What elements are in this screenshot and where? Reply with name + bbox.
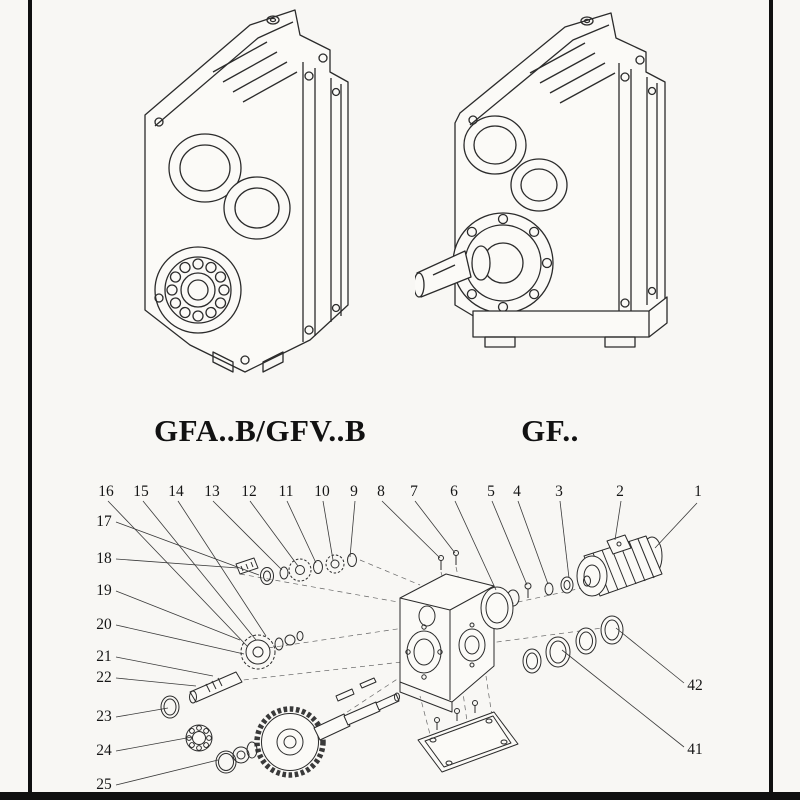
callout-8: 8 (377, 483, 385, 500)
callout-16: 16 (98, 483, 114, 500)
callout-20: 20 (96, 616, 112, 633)
callout-10: 10 (314, 483, 330, 500)
callout-21: 21 (96, 648, 112, 665)
callout-24: 24 (96, 742, 112, 759)
model-label-gfa-gfv: GFA..B/GFV..B (153, 413, 367, 448)
input-coupling-parts (480, 576, 574, 630)
callout-3: 3 (555, 483, 563, 500)
callout-9: 9 (350, 483, 358, 500)
callout-4: 4 (513, 483, 521, 500)
callout-15: 15 (133, 483, 149, 500)
cover-plate (417, 700, 519, 773)
page-frame-right (769, 0, 773, 792)
intermediate-gear-cluster (240, 631, 304, 670)
callout-25: 25 (96, 776, 112, 793)
housing-bolts (438, 550, 459, 570)
callout-14: 14 (168, 483, 184, 500)
gearbox-drawing-gfa-gfv (95, 0, 395, 395)
output-shaft (313, 677, 400, 741)
bearing-rollers (166, 258, 230, 322)
callout-2: 2 (616, 483, 624, 500)
snap-ring (215, 750, 237, 774)
callout-41: 41 (687, 741, 703, 758)
callout-42: 42 (687, 677, 703, 694)
callout-7: 7 (410, 483, 418, 500)
input-shaft-parts (235, 553, 357, 585)
page-frame-left (28, 0, 32, 792)
gearbox-gf-svg (415, 12, 668, 348)
callout-17: 17 (96, 513, 112, 530)
exploded-view-diagram (107, 500, 698, 786)
model-label-gf: GF.. (521, 413, 579, 448)
ball-bearing (185, 724, 213, 752)
leader-lines (107, 500, 698, 786)
callout-12: 12 (241, 483, 257, 500)
gearbox-drawing-gf (415, 5, 715, 385)
callout-18: 18 (96, 550, 112, 567)
callout-6: 6 (450, 483, 458, 500)
callout-5: 5 (487, 483, 495, 500)
page-frame-bottom (0, 792, 800, 800)
output-gear (232, 706, 326, 778)
callout-13: 13 (204, 483, 220, 500)
callout-19: 19 (96, 582, 112, 599)
exploded-parts (160, 534, 663, 778)
motor (576, 534, 663, 597)
output-rings (522, 615, 624, 674)
callout-1: 1 (694, 483, 702, 500)
callout-11: 11 (278, 483, 294, 500)
callout-23: 23 (96, 708, 112, 725)
gearbox-gfa-svg (144, 9, 349, 373)
housing (399, 573, 495, 713)
pinion-shaft (189, 671, 243, 704)
callout-22: 22 (96, 669, 112, 686)
seal-ring (160, 695, 180, 719)
